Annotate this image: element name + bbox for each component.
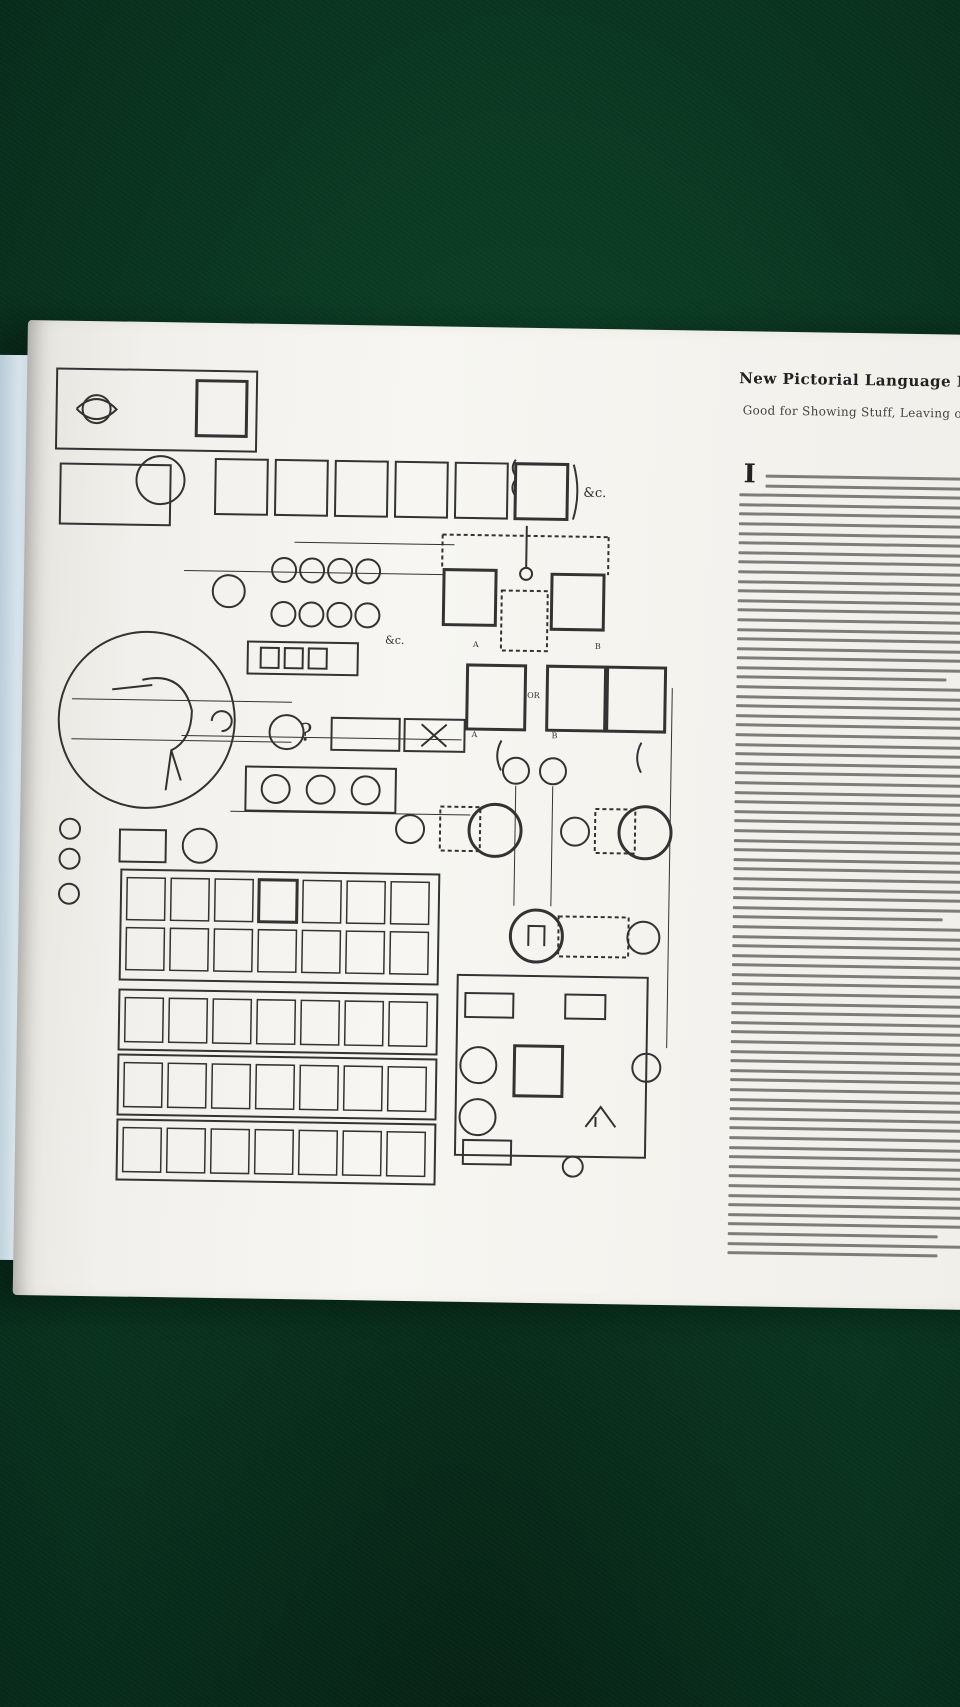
dashed-figure-frame bbox=[499, 589, 549, 653]
figure-frame-a bbox=[441, 568, 498, 627]
figure-frame-b bbox=[549, 572, 606, 632]
small-two-box bbox=[118, 828, 168, 864]
branch-label-b2: B bbox=[551, 731, 557, 740]
figure-frame-d bbox=[545, 664, 608, 733]
crystal-ball-circle bbox=[135, 455, 186, 506]
bottom-flow-box bbox=[453, 973, 649, 1159]
question-mark: ? bbox=[299, 718, 312, 746]
article-subhead: Good for Showing Stuff, Leaving o bbox=[742, 403, 960, 421]
panel-grid-cells bbox=[121, 876, 430, 1178]
eye-circle bbox=[560, 816, 591, 847]
eye-sketch bbox=[75, 398, 119, 421]
or-label: OR bbox=[527, 691, 541, 700]
eyes-open-box bbox=[330, 716, 401, 752]
small-icon-circle-2 bbox=[58, 847, 81, 870]
small-face-circle bbox=[181, 827, 218, 864]
small-icon-circle-1 bbox=[59, 817, 82, 840]
small-icon-circle-3 bbox=[57, 882, 80, 905]
etc-label-eyes: &c. bbox=[385, 634, 405, 647]
article-column: New Pictorial Language Ma Good for Showi… bbox=[725, 369, 960, 1294]
mask-circle bbox=[395, 814, 426, 845]
symbol-circles-top bbox=[211, 557, 382, 629]
figure-frame-e bbox=[605, 665, 668, 734]
lightbulb-box bbox=[244, 765, 398, 814]
large-figure-sketch bbox=[112, 677, 193, 791]
etc-label-top: &c. bbox=[583, 486, 606, 501]
spiral-sketch bbox=[210, 710, 233, 733]
mouth-circle bbox=[268, 714, 305, 751]
pictorial-language-diagram: &c. &c. ? OR A B A B bbox=[54, 367, 673, 1186]
book-page: &c. &c. ? OR A B A B New Pictorial Langu… bbox=[12, 320, 960, 1310]
large-figure-circle bbox=[57, 630, 236, 809]
theater-circle bbox=[617, 805, 673, 861]
second-panel-frame bbox=[58, 462, 172, 527]
eyes-box bbox=[246, 640, 359, 677]
branch-label-a1: A bbox=[472, 640, 479, 649]
book-circle bbox=[467, 802, 523, 858]
figure-frame-c bbox=[465, 663, 528, 732]
top-frames-row bbox=[213, 457, 579, 522]
branch-label-a2: A bbox=[470, 730, 477, 739]
article-body-text-illegible bbox=[727, 474, 960, 1265]
article-byline-illegible bbox=[758, 429, 960, 433]
branch-label-b1: B bbox=[595, 642, 601, 651]
eyes-crossed-box bbox=[403, 717, 466, 753]
top-panel-frame bbox=[54, 367, 259, 453]
clock-circle-1 bbox=[501, 756, 530, 785]
heart-circle bbox=[626, 920, 661, 955]
clock-circle-2 bbox=[538, 757, 567, 786]
music-note-circle bbox=[508, 908, 564, 964]
top-panel-figure-box bbox=[194, 379, 249, 438]
article-headline: New Pictorial Language Ma bbox=[739, 369, 960, 392]
eye-sketch-circle bbox=[81, 394, 112, 425]
panel-grid bbox=[115, 868, 441, 1186]
